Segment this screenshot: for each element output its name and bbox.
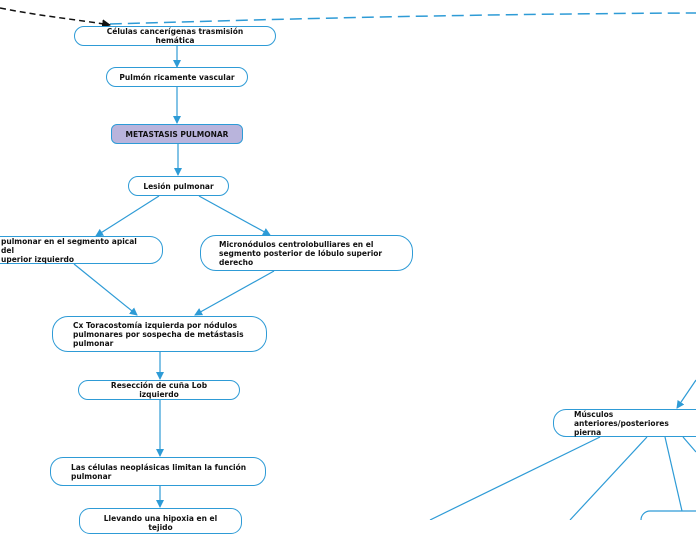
node-pulmon-vascular[interactable]: Pulmón ricamente vascular — [106, 67, 248, 87]
node-label: pulmonar en el segmento apical del uperi… — [1, 236, 137, 264]
node-musculos-pierna[interactable]: Músculos anteriores/posteriores pierna — [553, 409, 696, 437]
node-label: Micronódulos centrolobulliares en el seg… — [219, 239, 383, 267]
node-label: METASTASIS PULMONAR — [125, 129, 229, 139]
connector-into-11 — [676, 379, 696, 409]
connector-11-out-b — [569, 436, 648, 520]
connector-4-5 — [95, 195, 160, 237]
diagram-connectors — [0, 7, 696, 520]
node-label: Llevando una hipoxia en el tejido — [103, 514, 218, 532]
node-celulas-neoplasicas[interactable]: Las células neoplásicas limitan la funci… — [50, 457, 266, 486]
connector-5-7 — [73, 263, 138, 316]
node-label: Pulmón ricamente vascular — [119, 72, 235, 82]
node-label: Músculos anteriores/posteriores pierna — [574, 409, 669, 437]
node-label: Células cancerígenas trasmisión hemática — [106, 27, 244, 45]
node-metastasis-pulmonar[interactable]: METASTASIS PULMONAR — [111, 124, 243, 144]
node-label: Lesión pulmonar — [143, 181, 214, 191]
connector-11-out-d — [682, 436, 696, 453]
connector-11-out-a — [429, 436, 601, 520]
node-cx-toracostomia[interactable]: Cx Toracostomía izquierda por nódulos pu… — [52, 316, 267, 352]
node-reseccion-cuna[interactable]: Resección de cuña Lob izquierdo — [78, 380, 240, 400]
dashed-arrow-incoming — [0, 7, 111, 29]
node-segmento-apical[interactable]: pulmonar en el segmento apical del uperi… — [0, 236, 163, 264]
node-micronodulos[interactable]: Micronódulos centrolobulliares en el seg… — [200, 235, 413, 271]
node-celulas-cancerigenas[interactable]: Células cancerígenas trasmisión hemática — [74, 26, 276, 46]
dashed-link-line — [109, 12, 696, 25]
node-label: Resección de cuña Lob izquierdo — [110, 381, 208, 399]
connector-4-6 — [198, 195, 271, 236]
connector-11-out-c — [664, 436, 683, 512]
node-label: Cx Toracostomía izquierda por nódulos pu… — [73, 320, 244, 348]
node-hipoxia-tejido[interactable]: Llevando una hipoxia en el tejido — [79, 508, 242, 534]
partial-node-bottom-right — [640, 510, 696, 520]
node-label: Las células neoplásicas limitan la funci… — [71, 462, 247, 481]
connector-6-7 — [194, 270, 275, 316]
node-lesion-pulmonar[interactable]: Lesión pulmonar — [128, 176, 229, 196]
